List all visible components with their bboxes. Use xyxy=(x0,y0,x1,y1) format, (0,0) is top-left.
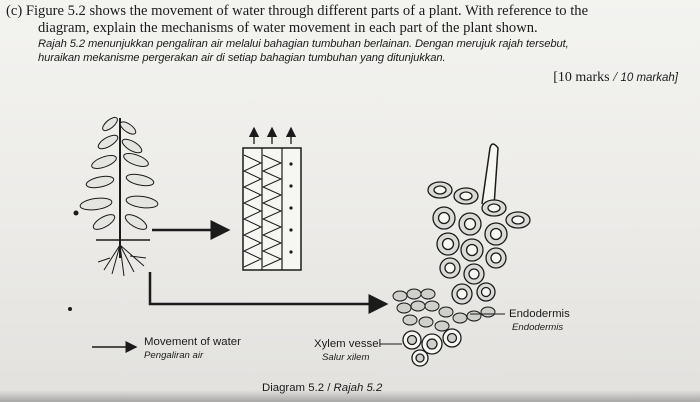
diagram-caption: Diagram 5.2 / Rajah 5.2 xyxy=(262,382,382,394)
question-label: (c) xyxy=(6,3,23,19)
malay-text-line-2: huraikan mekanisme pergerakan air di set… xyxy=(38,52,446,64)
question-line-1: (c) Figure 5.2 shows the movement of wat… xyxy=(6,3,696,20)
legend-label-ms: Pengaliran air xyxy=(144,350,204,361)
caption-ms: Rajah 5.2 xyxy=(333,382,383,394)
endodermis-label-ms: Endodermis xyxy=(512,322,564,333)
xylem-label-en: Xylem vessel xyxy=(314,338,382,350)
question-text-line-2: diagram, explain the mechanisms of water… xyxy=(38,20,538,36)
xylem-vessel-drawing xyxy=(242,126,302,271)
caption-sep: / xyxy=(324,382,334,394)
xylem-label-ms: Salur xilem xyxy=(322,352,370,363)
caption-en: Diagram 5.2 xyxy=(262,382,325,394)
arrow-root-to-section xyxy=(148,272,389,314)
bottom-shadow xyxy=(0,390,700,402)
legend-label-en: Movement of water xyxy=(144,336,241,348)
plant-illustration xyxy=(73,116,159,277)
root-cross-section xyxy=(392,143,531,367)
marks-allocation: [10 marks / 10 markah] xyxy=(553,70,678,86)
malay-text-line-1: Rajah 5.2 menunjukkan pengaliran air mel… xyxy=(38,38,569,50)
marks-ms: 10 markah] xyxy=(620,72,678,84)
endodermis-label-en: Endodermis xyxy=(509,308,570,320)
stray-dot xyxy=(68,307,72,311)
marks-en: [10 marks xyxy=(553,70,610,85)
question-text-line-1: Figure 5.2 shows the movement of water t… xyxy=(25,3,589,19)
marks-sep: / xyxy=(609,70,621,85)
